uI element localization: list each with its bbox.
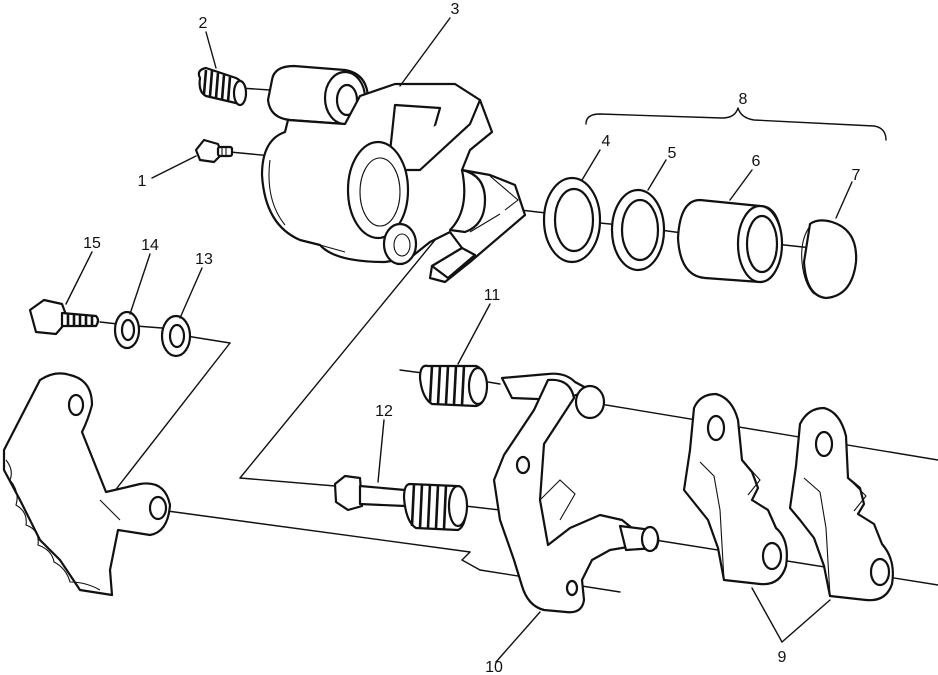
part-15-bolt: [28, 298, 100, 336]
callout-2: 2: [199, 15, 208, 32]
callout-11: 11: [484, 287, 501, 304]
part-2-plug: [197, 66, 248, 107]
callout-labels: 1 2 3 4 5 6 7 8 9 10 11 12 13 14 15: [83, 1, 860, 675]
part-3-caliper-body: [260, 64, 527, 284]
callout-1: 1: [138, 173, 147, 190]
part-9-pads: [682, 392, 894, 643]
callout-14: 14: [141, 237, 159, 254]
part-12-pin: [333, 474, 469, 532]
callout-3: 3: [451, 1, 460, 18]
group-8-bracket: [585, 107, 887, 141]
callout-4: 4: [602, 133, 611, 150]
callout-9: 9: [778, 649, 787, 666]
part-4-seal: [542, 176, 602, 264]
callout-6: 6: [752, 153, 761, 170]
part-14-lock-washer: [113, 310, 141, 350]
callout-15: 15: [83, 235, 101, 252]
callout-8: 8: [739, 91, 748, 108]
callout-12: 12: [375, 403, 393, 420]
callout-13: 13: [195, 251, 213, 268]
part-1-bleeder: [194, 138, 234, 164]
callout-7: 7: [852, 167, 861, 184]
part-6-piston: [676, 198, 784, 284]
mounting-knuckle: [2, 372, 172, 597]
leader-lines: [65, 17, 853, 663]
callout-5: 5: [668, 145, 677, 162]
part-5-ring: [610, 188, 666, 272]
part-13-washer: [160, 314, 192, 358]
callout-10: 10: [485, 659, 503, 675]
part-10-bracket: [492, 372, 660, 614]
part-11-pin-boot: [418, 364, 489, 408]
part-7-boot: [801, 219, 858, 300]
